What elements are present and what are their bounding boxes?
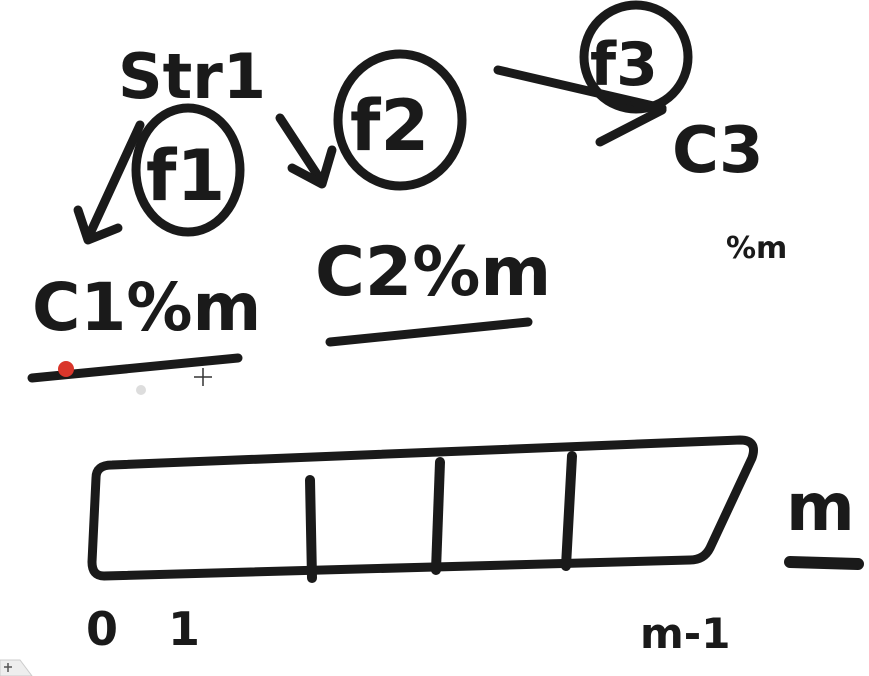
f2-circle: [333, 49, 467, 191]
array-divider-3: [561, 451, 577, 571]
c2-underline: [325, 317, 533, 347]
array-divider-2: [431, 457, 445, 575]
array-divider-1: [305, 475, 317, 583]
array-size-label: m: [786, 469, 855, 546]
app-corner-icon[interactable]: [0, 659, 33, 676]
c3-suffix-label: %m: [726, 231, 787, 266]
arrow-to-c2: [275, 113, 327, 187]
pointer-dot: [58, 361, 74, 377]
c2-label: C2%m: [315, 233, 551, 312]
index-1-label: 1: [168, 602, 200, 656]
f3-label: f3: [590, 30, 658, 100]
f1-circle: [131, 103, 245, 237]
arrow-head-c3: [595, 97, 667, 147]
arrow-head-c1: [73, 205, 123, 245]
f3-circle: [579, 0, 693, 114]
index-last-label: m-1: [640, 609, 730, 658]
f2-label: f2: [350, 85, 429, 167]
array-size-underline: [784, 556, 864, 570]
index-0-label: 0: [86, 602, 118, 656]
faint-dot: [136, 385, 146, 395]
string-label: Str1: [118, 40, 266, 113]
c3-label: C3: [672, 114, 764, 188]
arrow-to-c1: [83, 120, 145, 243]
c1-label: C1%m: [32, 269, 261, 346]
array-box: [87, 435, 758, 581]
arrow-head-c2: [287, 145, 337, 189]
f1-label: f1: [146, 135, 225, 217]
crosshair-cursor-icon: [194, 368, 212, 386]
